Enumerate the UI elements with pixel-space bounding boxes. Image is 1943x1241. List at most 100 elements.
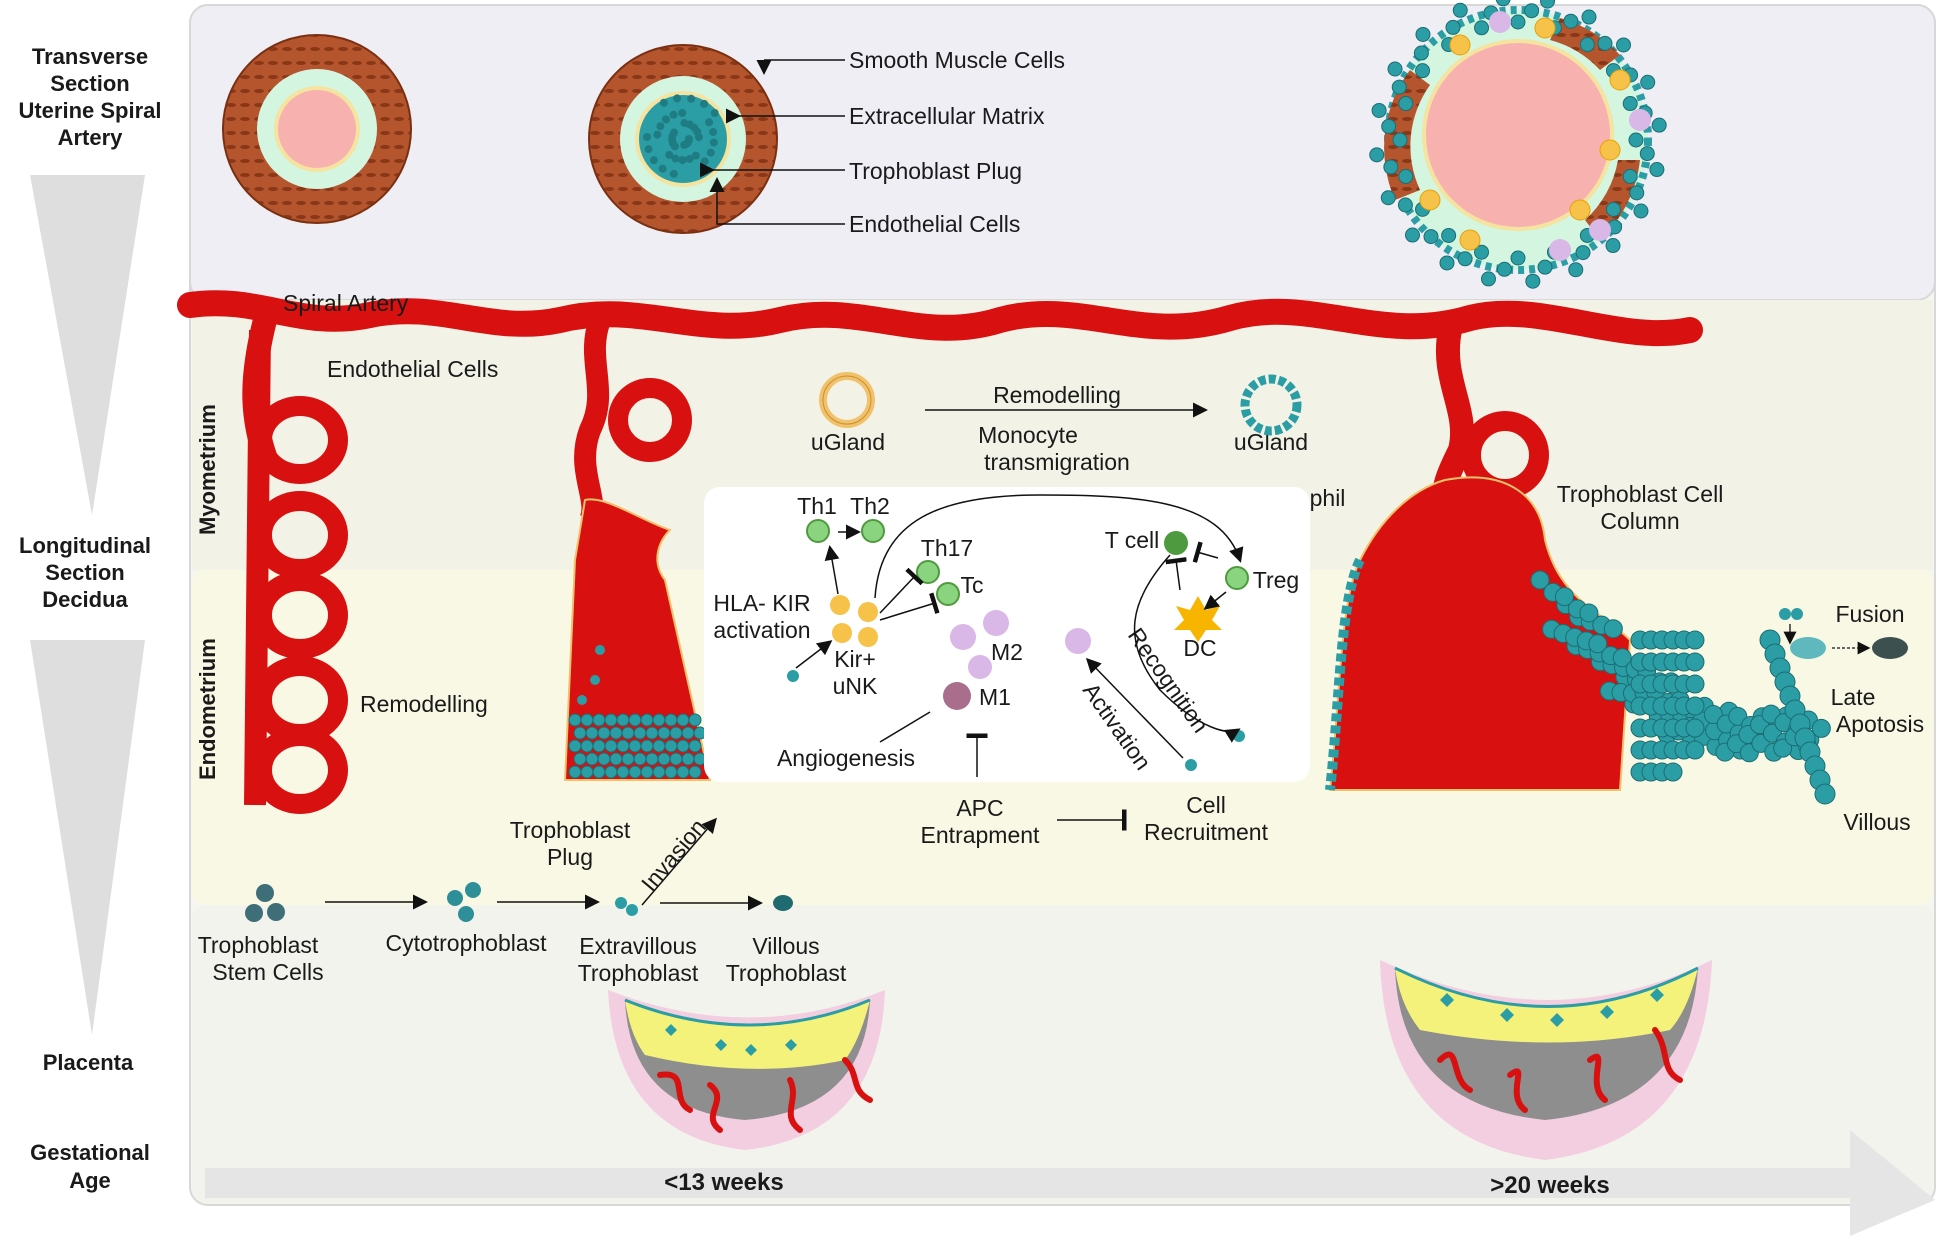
label-villous: Villous: [1843, 809, 1910, 835]
cell-dot: [669, 110, 678, 119]
label-trophoblast-plug-2: Plug: [547, 844, 593, 870]
cell-dot: [1534, 17, 1556, 39]
label-stem-2: Stem Cells: [212, 959, 323, 985]
label-monocyte-1: Monocyte: [978, 422, 1078, 448]
cell-dot: [1540, 0, 1556, 9]
cell-dot: [1549, 239, 1571, 261]
cross-section-annotations: Smooth Muscle Cells Extracellular Matrix…: [700, 47, 1065, 237]
cell-dot: [1445, 19, 1461, 35]
cell-dot: [653, 130, 662, 139]
cell-dot: [680, 140, 689, 149]
cell-dot: [1685, 674, 1705, 694]
cell-dot: [604, 739, 618, 753]
label-monocyte-2: transmigration: [984, 449, 1130, 475]
cell-dot: [1685, 652, 1705, 672]
cell-dot: [1814, 783, 1836, 805]
label-kir-1: Kir+: [834, 646, 876, 672]
cell-dot: [1525, 273, 1541, 289]
cell-dot: [1415, 63, 1431, 79]
gestational-age-arrow: <13 weeks >20 weeks: [205, 1130, 1935, 1236]
cell-dot: [643, 132, 652, 141]
cell-dot: [609, 752, 623, 766]
cell-dot: [1651, 117, 1667, 133]
cell-dot: [1588, 634, 1608, 654]
cell-dot: [709, 138, 718, 147]
label-smooth-muscle: Smooth Muscle Cells: [849, 47, 1065, 73]
side-label-transverse-4: Artery: [58, 125, 124, 150]
cell-dot: [1383, 159, 1399, 175]
cell-dot: [706, 148, 715, 157]
label-evt-1: Extravillous: [579, 933, 697, 959]
placenta-early: [608, 990, 885, 1150]
cell-dot: [669, 726, 683, 740]
cell-dot: [1413, 45, 1429, 61]
label-evt-2: Trophoblast: [578, 960, 699, 986]
cell-dot: [670, 128, 679, 137]
cell-dot: [1569, 199, 1591, 221]
cell-dot: [673, 94, 682, 103]
label-column-2: Column: [1600, 508, 1679, 534]
side-label-longitudinal-1: Longitudinal: [19, 533, 151, 558]
cell-dot: [568, 739, 582, 753]
label-late-2: Apotosis: [1836, 711, 1924, 737]
label-age-early: <13 weeks: [664, 1169, 783, 1196]
immune-box: Th1 Th2 Th17 Tc HLA- KIR activation Kir+…: [704, 487, 1310, 782]
cell-dot: [1612, 648, 1632, 668]
cell-dot: [1685, 718, 1705, 738]
label-m1: M1: [979, 684, 1011, 710]
side-label-transverse-2: Section: [50, 71, 129, 96]
side-label-placenta: Placenta: [43, 1050, 134, 1075]
cell-dot: [621, 752, 635, 766]
cell-dot: [691, 151, 700, 160]
cell-dot: [640, 739, 654, 753]
cell-dot: [1554, 587, 1574, 607]
cell-dot: [1728, 706, 1748, 726]
cell-dot: [678, 155, 687, 164]
label-column-1: Trophoblast Cell: [1557, 481, 1724, 507]
cell-dot: [1371, 102, 1387, 118]
cell-dot: [1404, 227, 1420, 243]
label-trophoblast-plug-cross: Trophoblast Plug: [849, 158, 1022, 184]
cell-dot: [705, 118, 714, 127]
cell-dot: [609, 726, 623, 740]
plugged-artery: [563, 316, 712, 781]
cell-dot: [1489, 11, 1511, 33]
cell-dot: [1649, 162, 1665, 178]
cell-dot: [568, 765, 582, 779]
cell-dot: [1530, 570, 1550, 590]
cell-dot: [688, 739, 702, 753]
cell-dot: [1380, 190, 1396, 206]
cell-dot: [580, 765, 594, 779]
label-th1: Th1: [797, 493, 837, 519]
cell-dot: [676, 713, 690, 727]
side-labels: Transverse Section Uterine Spiral Artery…: [18, 44, 161, 1193]
cell-dot: [585, 752, 599, 766]
remodelled-ring-cells: [1369, 0, 1667, 289]
cell-dot: [592, 765, 606, 779]
cell-dot: [1563, 13, 1579, 29]
cell-dot: [656, 122, 665, 131]
cell-dot: [1663, 762, 1683, 782]
cell-dot: [678, 109, 687, 118]
cell-dot: [580, 739, 594, 753]
cell-dot: [1629, 185, 1645, 201]
cell-dot: [1622, 96, 1638, 112]
longitudinal-labels: Spiral Artery Endothelial Cells Remodell…: [283, 290, 1924, 870]
cell-dot: [628, 713, 642, 727]
cell-dot: [1589, 219, 1611, 241]
label-stem-1: Trophoblast: [198, 932, 319, 958]
label-ecm: Extracellular Matrix: [849, 103, 1045, 129]
cell-dot: [597, 726, 611, 740]
cell-dot: [1391, 79, 1407, 95]
cell-dot: [616, 765, 630, 779]
cell-dot: [590, 675, 600, 685]
cell-dot: [1510, 250, 1526, 266]
label-kir-2: uNK: [833, 673, 878, 699]
cell-dot: [1495, 0, 1511, 7]
cell-dot: [669, 752, 683, 766]
cell-dot: [709, 127, 718, 136]
cell-dot: [621, 726, 635, 740]
label-villous-1: Villous: [752, 933, 819, 959]
ugland-glands: [819, 372, 1302, 436]
